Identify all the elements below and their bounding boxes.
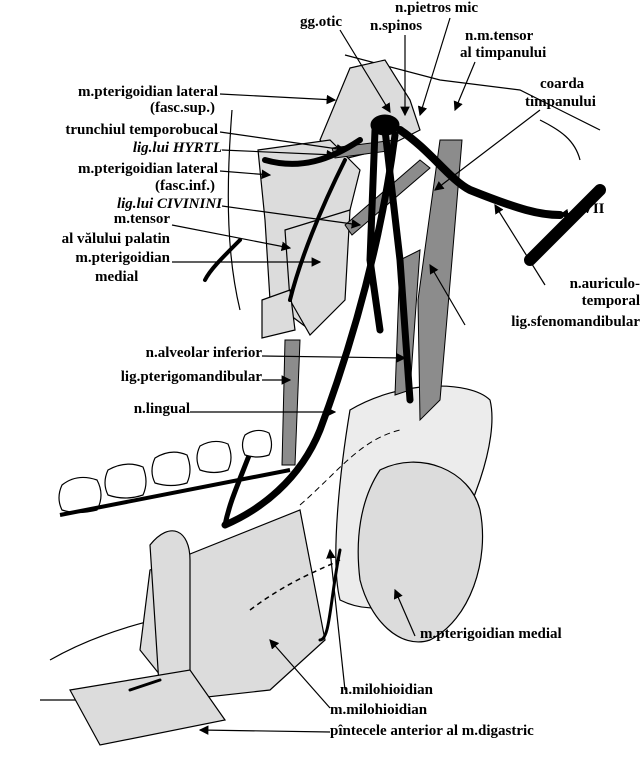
label-pter-med-2: medial bbox=[95, 269, 139, 285]
label-pter-lat-sup-2: (fasc.sup.) bbox=[149, 100, 215, 116]
geniohyoid-muscle bbox=[149, 530, 191, 701]
tensor-veli-muscle bbox=[284, 209, 351, 336]
label-digastric: pîntecele anterior al m.digastric bbox=[330, 723, 534, 739]
pterygoid-medial-muscle bbox=[357, 461, 484, 643]
label-auriculo-2: temporal bbox=[581, 293, 640, 309]
label-vii: VII bbox=[582, 201, 605, 217]
label-coarda: coarda bbox=[540, 76, 585, 92]
digastric-anterior-muscle bbox=[69, 669, 227, 746]
label-m-milohioidian: m.milohioidian bbox=[330, 702, 428, 718]
label-trunchiul: trunchiul temporobucal bbox=[65, 122, 218, 138]
leader-lines bbox=[171, 17, 579, 735]
lingual-nerve bbox=[221, 131, 399, 529]
label-pter-med-bottom: m.pterigoidian medial bbox=[420, 626, 562, 642]
label-civinini: lig.lui CIVININI bbox=[116, 196, 222, 212]
skull-contour bbox=[227, 109, 241, 311]
label-pter-lat-inf: m.pterigoidian lateral bbox=[78, 161, 218, 177]
label-pter-lat-sup: m.pterigoidian lateral bbox=[78, 84, 218, 100]
label-tensor-val-2: al vălului palatin bbox=[61, 231, 170, 247]
sphenomandibular-ligament bbox=[417, 139, 463, 422]
label-n-m-tensor-2: al timpanului bbox=[460, 45, 547, 61]
label-gg-otic: gg.otic bbox=[300, 14, 343, 30]
label-sfenomandibular: lig.sfenomandibular bbox=[511, 314, 640, 330]
label-lingual: n.lingual bbox=[133, 401, 190, 417]
label-pter-med: m.pterigoidian bbox=[75, 250, 170, 266]
label-hyrtl: lig.lui HYRTL bbox=[132, 140, 222, 156]
auriculotemporal-nerve bbox=[396, 126, 564, 219]
pterygomandibular-ligament bbox=[281, 339, 301, 466]
label-coarda-2: timpanului bbox=[525, 94, 596, 110]
teeth bbox=[58, 429, 273, 514]
label-n-m-tensor: n.m.tensor bbox=[465, 28, 534, 44]
label-n-spinos: n.spinos bbox=[370, 18, 423, 34]
label-n-pietros-mic: n.pietros mic bbox=[395, 0, 479, 16]
facial-nerve-vii bbox=[524, 184, 606, 266]
label-alveolar: n.alveolar inferior bbox=[145, 345, 262, 361]
label-pter-lat-inf-2: (fasc.inf.) bbox=[155, 178, 215, 194]
pterygoid-plate bbox=[261, 289, 296, 339]
label-tensor-val: m.tensor bbox=[113, 211, 170, 227]
label-n-milohioidian: n.milohioidian bbox=[340, 682, 433, 698]
label-auriculo: n.auriculo- bbox=[569, 276, 640, 292]
label-pterigomandibular: lig.pterigomandibular bbox=[120, 369, 262, 385]
